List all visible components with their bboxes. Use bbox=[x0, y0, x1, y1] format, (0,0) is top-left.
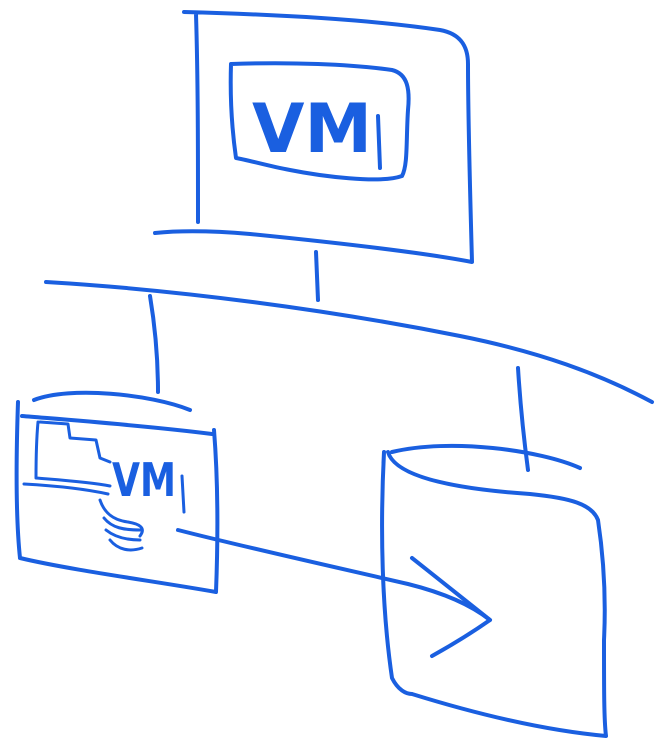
source-vm-bar bbox=[180, 474, 186, 514]
arrow-head bbox=[410, 556, 492, 658]
server-vm-box: VM bbox=[228, 61, 411, 182]
network-line bbox=[44, 280, 654, 404]
server-vm-bar bbox=[376, 114, 382, 170]
arrow-shaft bbox=[176, 528, 492, 622]
source-storage: VM bbox=[14, 390, 220, 594]
server-outline bbox=[153, 10, 474, 264]
server-vm-label: VM bbox=[252, 90, 372, 169]
target-storage-outline bbox=[380, 443, 608, 738]
source-vm-frame bbox=[22, 420, 112, 496]
target-storage-connection bbox=[516, 366, 530, 472]
source-vm-box: VM bbox=[22, 420, 186, 552]
server-monitor: VM bbox=[153, 10, 474, 264]
source-storage-outline bbox=[14, 390, 220, 594]
target-storage bbox=[380, 443, 608, 738]
source-storage-connection bbox=[148, 294, 160, 394]
migration-arrow bbox=[176, 528, 492, 658]
source-vm-fragments bbox=[98, 498, 144, 552]
network-bus bbox=[44, 250, 654, 472]
source-vm-label: VM bbox=[112, 453, 176, 507]
server-vm-frame bbox=[228, 61, 411, 182]
server-connection bbox=[314, 250, 320, 302]
